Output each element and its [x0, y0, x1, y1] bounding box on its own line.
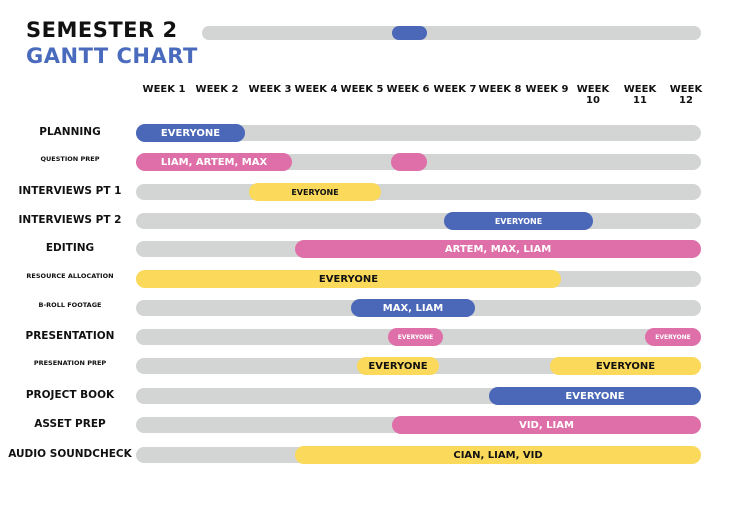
- task-bar: LIAM, ARTEM, MAX: [136, 153, 292, 171]
- task-label: PRESENATION PREP: [33, 359, 107, 367]
- task-bar: MAX, LIAM: [351, 299, 475, 317]
- task-bar: ARTEM, MAX, LIAM: [295, 240, 701, 258]
- task-track: [136, 213, 701, 229]
- task-label: PRESENTATION: [25, 330, 115, 342]
- task-label: PLANNING: [39, 126, 101, 138]
- progress-indicator: [392, 26, 427, 40]
- week-tick-label: WEEK 1: [142, 84, 186, 95]
- task-label: RESOURCE ALLOCATION: [26, 272, 114, 280]
- task-bar: VID, LIAM: [392, 416, 701, 434]
- task-track: [136, 184, 701, 200]
- task-bar: EVERYONE: [388, 328, 443, 346]
- task-bar: EVERYONE: [357, 357, 439, 375]
- week-tick-label: WEEK 7: [433, 84, 477, 95]
- task-track: [136, 125, 701, 141]
- week-tick-label: WEEK 9: [525, 84, 569, 95]
- task-bar: EVERYONE: [550, 357, 701, 375]
- task-bar: EVERYONE: [645, 328, 701, 346]
- task-bar: EVERYONE: [136, 270, 561, 288]
- task-label: INTERVIEWS PT 2: [18, 214, 122, 226]
- week-tick-label: WEEK 3: [248, 84, 292, 95]
- chart-title: SEMESTER 2: [26, 18, 178, 42]
- task-bar: CIAN, LIAM, VID: [295, 446, 701, 464]
- task-bar: EVERYONE: [136, 124, 245, 142]
- week-tick-label: WEEK 12: [669, 84, 703, 106]
- task-label: ASSET PREP: [34, 418, 106, 430]
- task-label: EDITING: [45, 242, 95, 254]
- task-bar: EVERYONE: [489, 387, 701, 405]
- task-bar: EVERYONE: [249, 183, 381, 201]
- week-tick-label: WEEK 6: [386, 84, 430, 95]
- task-bar: EVERYONE: [444, 212, 593, 230]
- week-tick-label: WEEK 10: [576, 84, 610, 106]
- week-tick-label: WEEK 5: [340, 84, 384, 95]
- week-tick-label: WEEK 11: [623, 84, 657, 106]
- task-label: INTERVIEWS PT 1: [18, 185, 122, 197]
- task-label: B-ROLL FOOTAGE: [38, 301, 102, 309]
- week-tick-label: WEEK 4: [294, 84, 338, 95]
- week-tick-label: WEEK 2: [195, 84, 239, 95]
- task-bar: [391, 153, 427, 171]
- progress-track: [202, 26, 701, 40]
- task-label: PROJECT BOOK: [25, 389, 115, 401]
- week-tick-label: WEEK 8: [478, 84, 522, 95]
- chart-subtitle: GANTT CHART: [26, 44, 198, 68]
- task-label: QUESTION PREP: [40, 155, 100, 163]
- task-label: AUDIO SOUNDCHECK: [8, 448, 132, 460]
